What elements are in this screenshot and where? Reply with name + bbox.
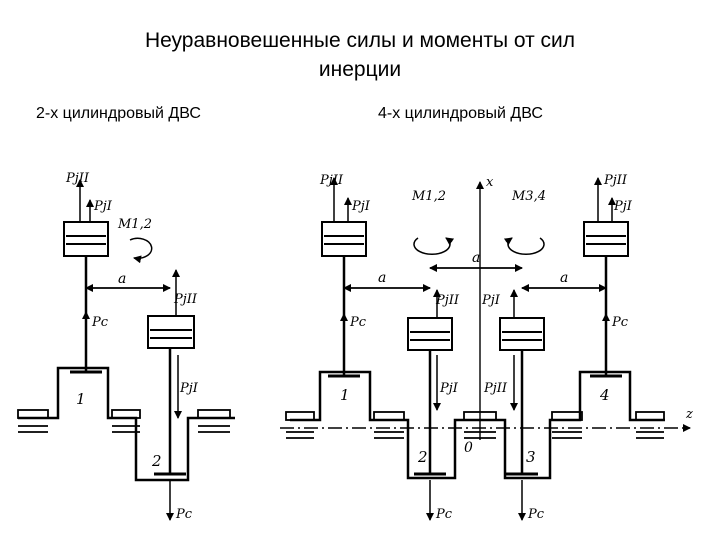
right-piston-3 — [499, 317, 545, 476]
left-label-pj2-top: PjII — [65, 171, 90, 186]
right-label-origin: 0 — [464, 440, 473, 456]
right-label-z: z — [685, 407, 693, 422]
left-label-moment: M1,2 — [117, 217, 152, 232]
left-force-arrows — [76, 179, 182, 521]
right-label-pj2-left: PjII — [319, 173, 344, 188]
left-label-crank-1: 1 — [76, 390, 86, 408]
right-label-pc4: Pc — [611, 315, 629, 330]
left-label-crank-2: 2 — [151, 452, 162, 470]
title-line-1: Неуравновешенные силы и моменты от сил — [144, 29, 576, 52]
left-label-distance: a — [118, 271, 126, 287]
right-label-x: x — [486, 175, 494, 190]
left-crankshaft — [18, 366, 235, 482]
right-label-m12: M1,2 — [411, 189, 446, 204]
right-label-pj1-c2: PjI — [439, 381, 459, 396]
right-label-pj1-right: PjI — [613, 199, 633, 214]
right-label-pj2-c2: PjII — [435, 293, 460, 308]
left-label-pj1-right: PjI — [179, 381, 199, 396]
right-label-m34: M3,4 — [511, 189, 546, 204]
left-bearings — [17, 409, 231, 433]
right-label-pc3: Pc — [527, 507, 545, 522]
right-bearings — [285, 411, 665, 439]
right-label-crank-3: 3 — [526, 448, 536, 466]
left-heading: 2-х цилиндровый ДВС — [36, 105, 201, 122]
left-label-pc: Pc — [91, 315, 109, 330]
left-label-pc-bottom: Pc — [175, 507, 193, 522]
left-piston-2 — [147, 315, 195, 476]
right-label-pj2-c3: PjII — [483, 381, 508, 396]
page-title: Неуравновешенные силы и моменты от сил и… — [60, 26, 660, 84]
left-2cyl-diagram: PjII PjI M1,2 a PjII Pc PjI Pc 1 2 — [17, 171, 235, 522]
right-force-arrows — [330, 177, 616, 521]
right-label-a-mid: a — [472, 250, 480, 266]
right-label-crank-1: 1 — [340, 386, 350, 404]
title-line-2: инерции — [318, 58, 402, 81]
right-4cyl-diagram: PjII PjI M1,2 M3,4 x PjII PjI a a a Pc P… — [280, 173, 693, 522]
right-label-a-right: a — [560, 270, 568, 286]
right-label-pc1: Pc — [349, 315, 367, 330]
right-label-crank-2: 2 — [417, 448, 428, 466]
left-label-pj2-mid: PjII — [173, 292, 198, 307]
right-label-pj2-right: PjII — [603, 173, 628, 188]
right-label-a-left: a — [378, 270, 386, 286]
right-label-pj1-left: PjI — [351, 199, 371, 214]
right-heading: 4-х цилиндровый ДВС — [378, 105, 543, 122]
right-label-pc2: Pc — [435, 507, 453, 522]
right-label-pj1-c3: PjI — [481, 293, 501, 308]
left-label-pj1-top: PjI — [93, 199, 113, 214]
right-label-crank-4: 4 — [599, 386, 610, 404]
right-piston-2 — [407, 317, 453, 476]
